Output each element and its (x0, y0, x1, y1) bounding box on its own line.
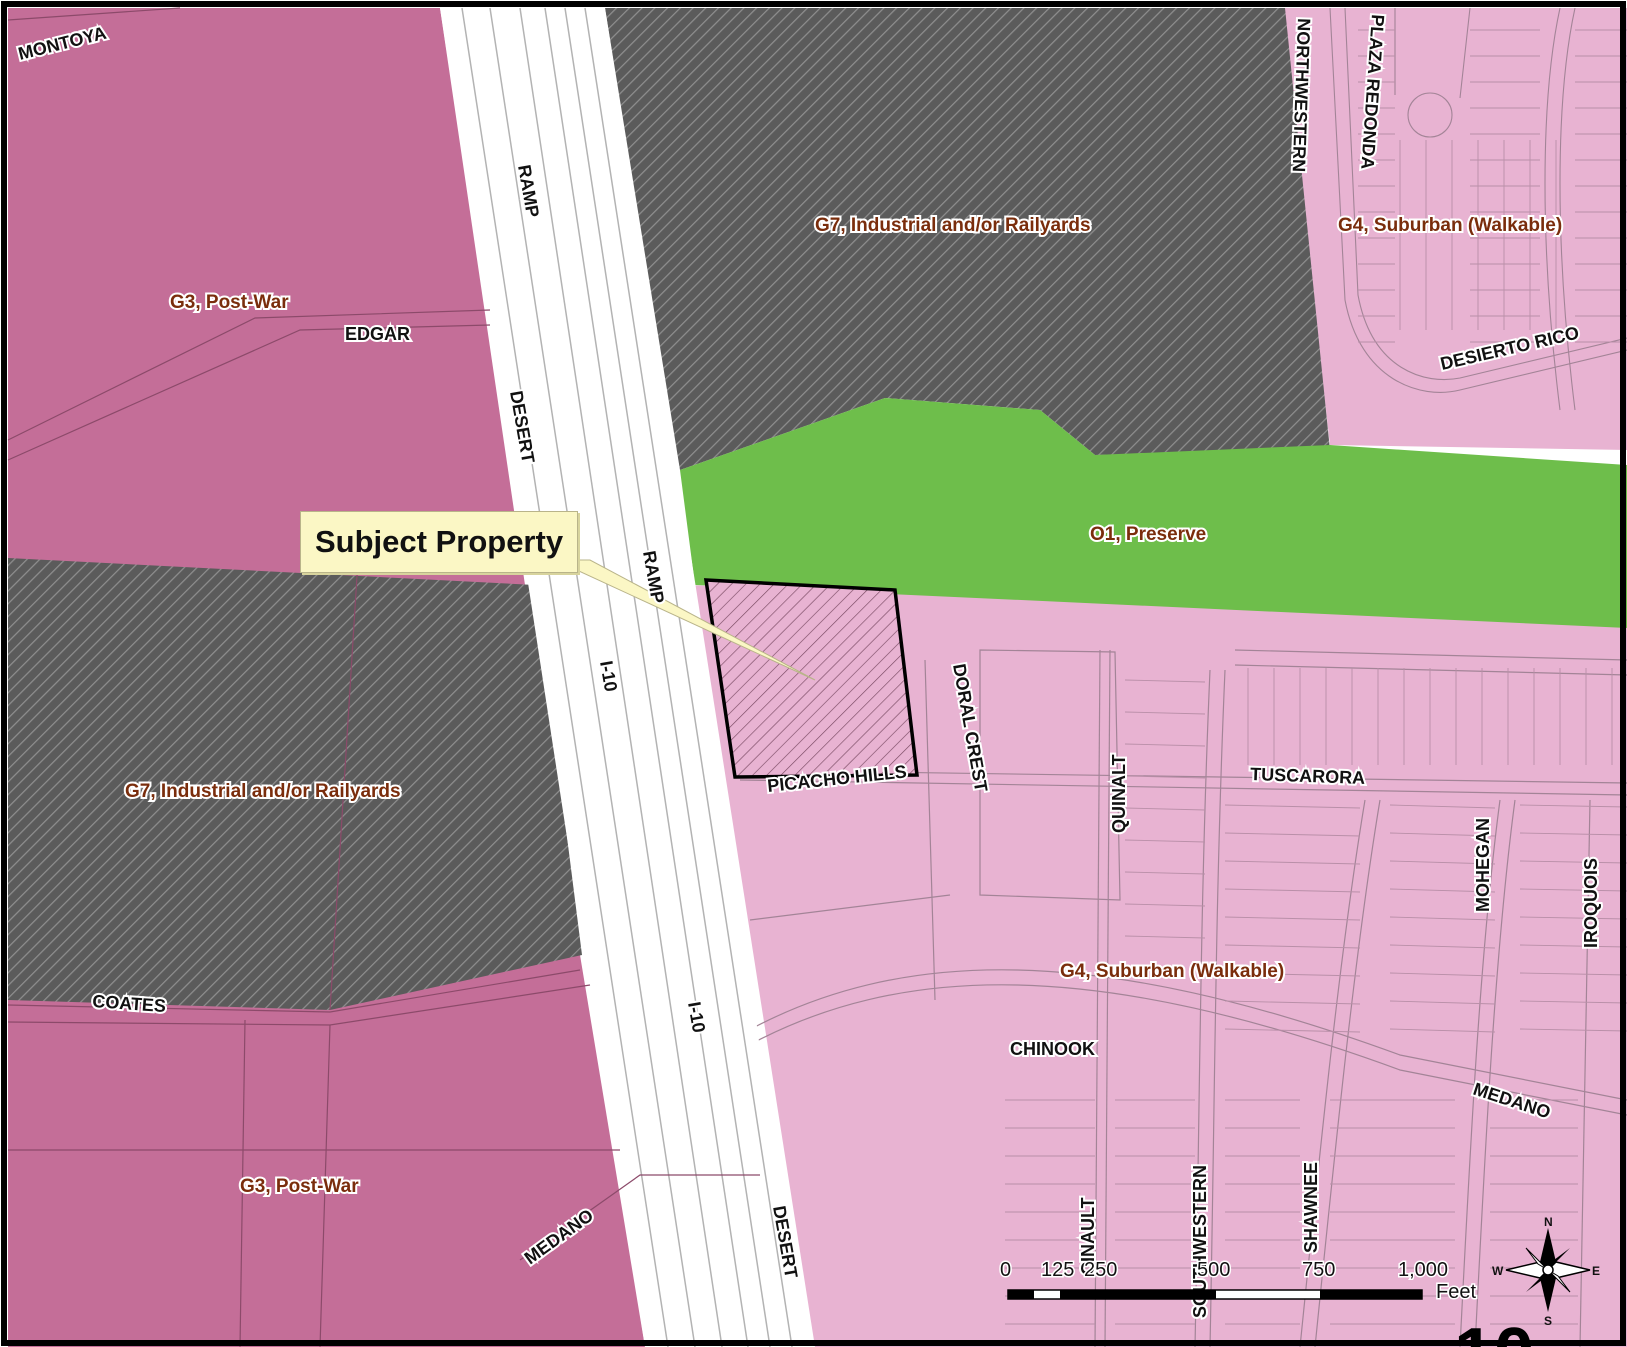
zone-label-g3-lower: G3, Post-War (240, 1176, 359, 1197)
callout-label: Subject Property (315, 524, 564, 559)
scale-tick-500: 500 (1197, 1259, 1230, 1281)
street-label-iroquois: IROQUOIS (1581, 858, 1601, 948)
street-label-quinalt: QUINALT (1109, 754, 1129, 833)
street-label-mohegan: MOHEGAN (1473, 818, 1493, 912)
scale-unit: Feet (1436, 1281, 1476, 1303)
north-arrow-icon: N S E W (1492, 1215, 1600, 1328)
zone-g7-west (8, 558, 582, 1010)
street-label-chinook: CHINOOK (1010, 1039, 1095, 1059)
scale-tick-250: 250 (1084, 1259, 1117, 1281)
street-label-shawnee: SHAWNEE (1301, 1162, 1321, 1253)
scale-tick-125: 125 (1041, 1259, 1074, 1281)
zone-label-g7-upper: G7, Industrial and/or Railyards (815, 215, 1091, 236)
compass-e: E (1592, 1264, 1600, 1278)
zone-label-o1: O1, Preserve (1090, 524, 1206, 545)
compass-s: S (1544, 1314, 1552, 1328)
street-label-edgar: EDGAR (345, 324, 410, 344)
scale-bar: 0 125 250 500 750 1,000 Feet (999, 1258, 1478, 1305)
zone-label-g4-upper: G4, Suburban (Walkable) (1338, 215, 1562, 236)
lot-lines (1005, 668, 1627, 1325)
compass-w: W (1492, 1264, 1504, 1278)
zone-label-g7-lower: G7, Industrial and/or Railyards (125, 781, 401, 802)
zone-g4-northeast (1280, 8, 1627, 450)
subject-property-callout: Subject Property (300, 511, 579, 573)
lot-lines-northeast (1358, 29, 1627, 343)
zone-g4-main (688, 585, 1627, 1347)
zone-label-g4-lower: G4, Suburban (Walkable) (1060, 961, 1284, 982)
street-label-tuscarora: TUSCARORA (1250, 764, 1366, 788)
scale-tick-0: 0 (1000, 1259, 1011, 1281)
street-label-cinault: CINAULT (1078, 1197, 1098, 1275)
scale-tick-750: 750 (1302, 1259, 1335, 1281)
highway-corridor (440, 8, 815, 1347)
compass-n: N (1544, 1215, 1553, 1229)
scale-tick-1000: 1,000 (1398, 1259, 1448, 1281)
page-number: 10 (1454, 1314, 1534, 1347)
zone-o1-preserve (680, 398, 1627, 628)
zone-g7-north (605, 8, 1330, 470)
zone-label-g3-upper: G3, Post-War (170, 292, 289, 313)
